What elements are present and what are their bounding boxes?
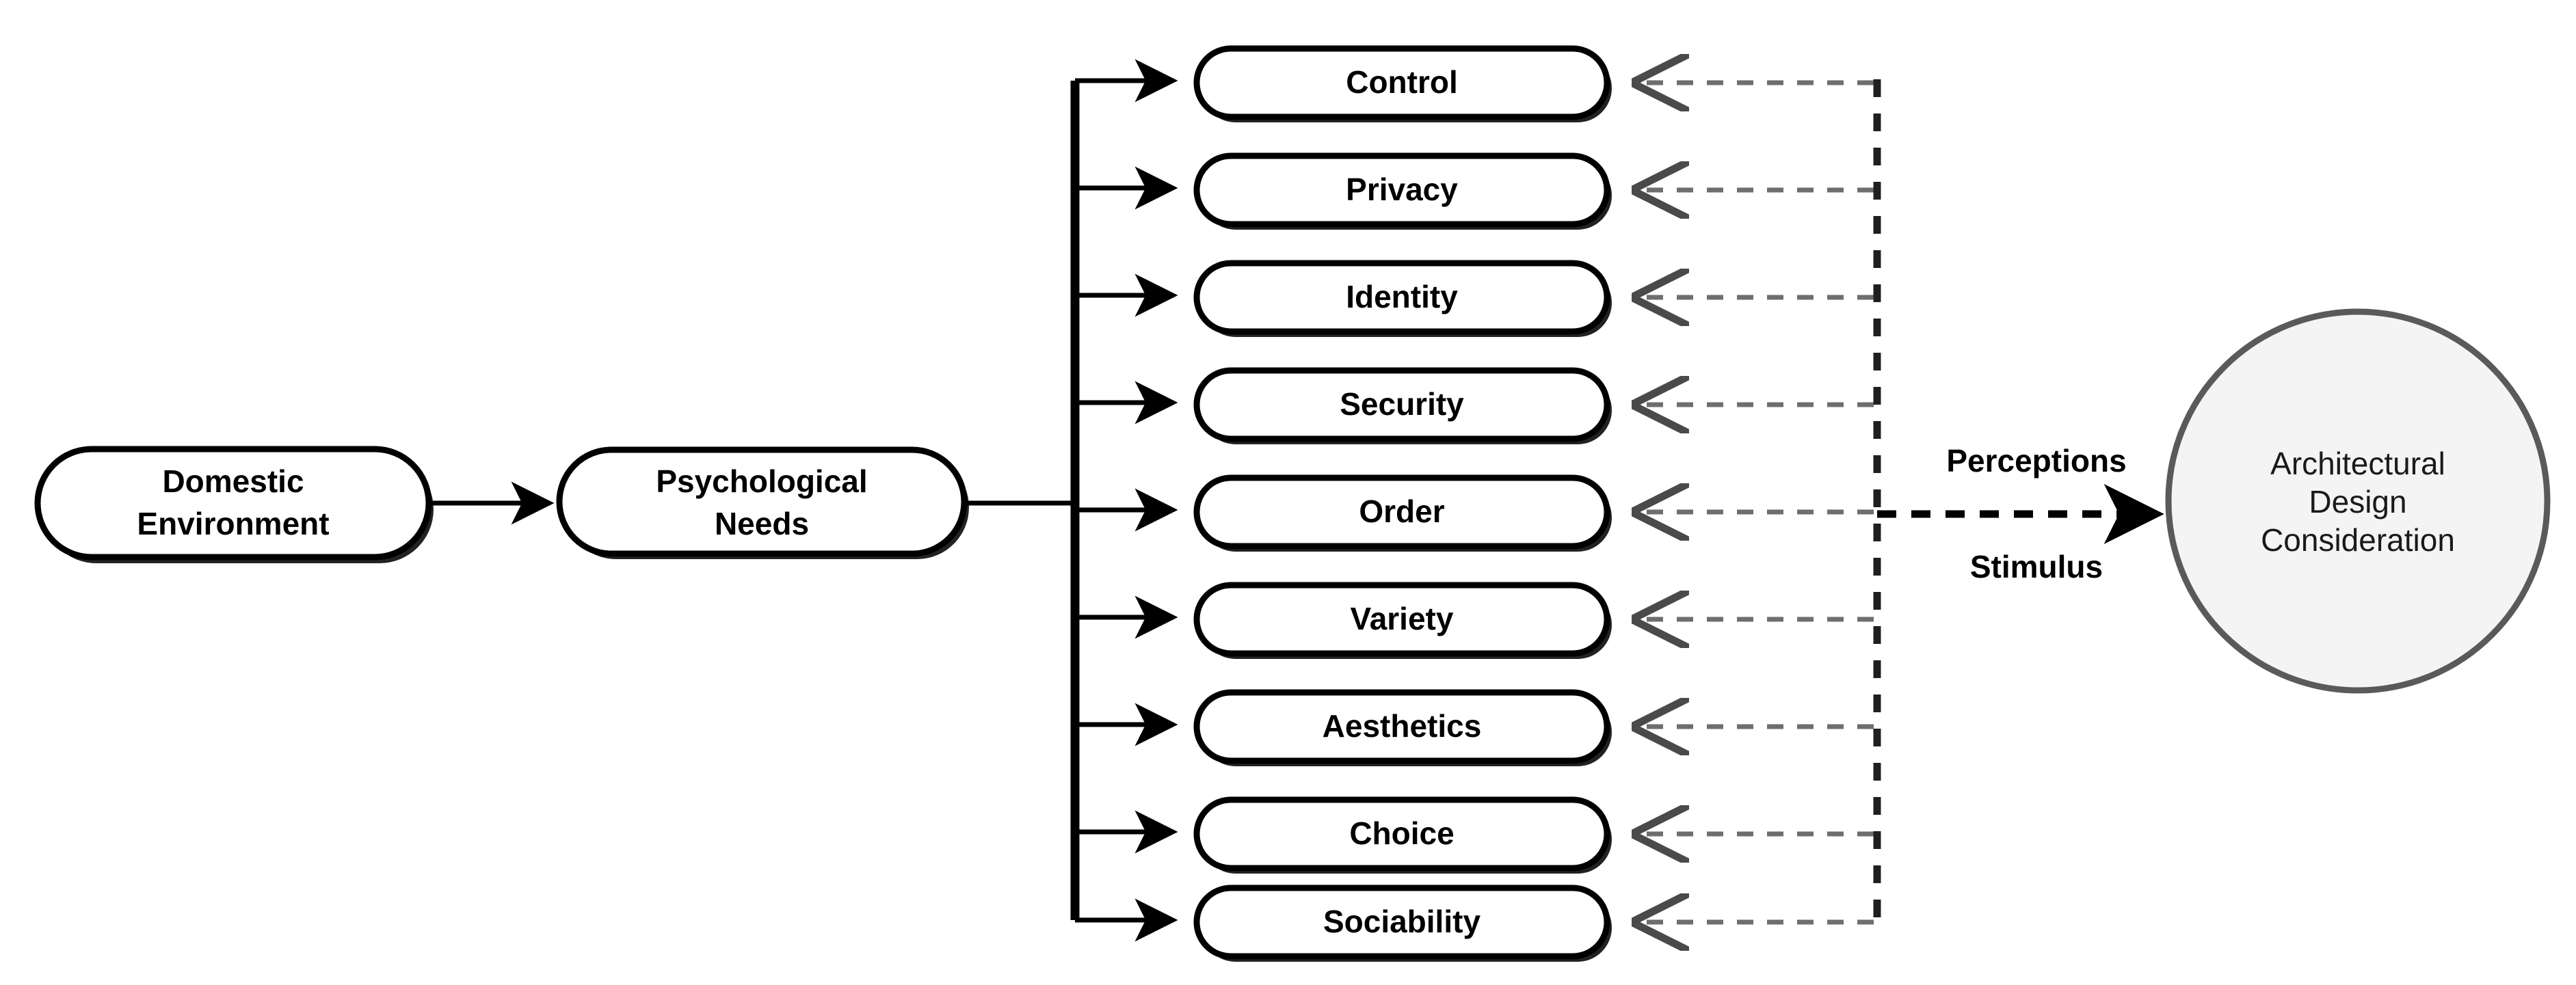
node-domestic-environment[interactable]: Domestic Environment — [34, 446, 434, 563]
edge-label-stimulus: Stimulus — [1970, 549, 2103, 584]
need-row: Privacy — [1075, 152, 1874, 230]
node-psychological-needs[interactable]: Psychological Needs — [556, 446, 969, 559]
consideration-label-line1: Architectural — [2270, 446, 2445, 481]
need-label: Aesthetics — [1323, 708, 1482, 744]
need-label: Security — [1340, 386, 1464, 422]
need-row: Identity — [1075, 260, 1874, 337]
need-row: Aesthetics — [1075, 689, 1874, 766]
domestic-environment-label-line1: Domestic — [162, 463, 304, 499]
need-row: Control — [1075, 45, 1874, 122]
psychological-needs-label-line2: Needs — [715, 506, 809, 541]
need-row: Security — [1075, 367, 1874, 444]
need-label: Control — [1346, 64, 1458, 100]
need-row: Choice — [1075, 796, 1874, 874]
consideration-label-line3: Consideration — [2261, 522, 2455, 558]
need-label: Sociability — [1323, 904, 1480, 939]
need-label: Variety — [1351, 601, 1454, 636]
need-row: Order — [1075, 474, 1874, 552]
edge-label-perceptions: Perceptions — [1946, 443, 2126, 478]
need-row: Sociability — [1075, 885, 1874, 962]
need-label: Privacy — [1346, 172, 1458, 207]
need-label: Order — [1359, 494, 1444, 529]
psychological-needs-label-line1: Psychological — [656, 463, 867, 499]
domestic-environment-label-line2: Environment — [137, 506, 329, 541]
consideration-label-line2: Design — [2309, 484, 2406, 520]
need-label: Choice — [1349, 815, 1454, 851]
need-label: Identity — [1346, 279, 1458, 314]
node-architectural-design-consideration[interactable]: Architectural Design Consideration — [2165, 308, 2551, 694]
need-row: Variety — [1075, 582, 1874, 659]
